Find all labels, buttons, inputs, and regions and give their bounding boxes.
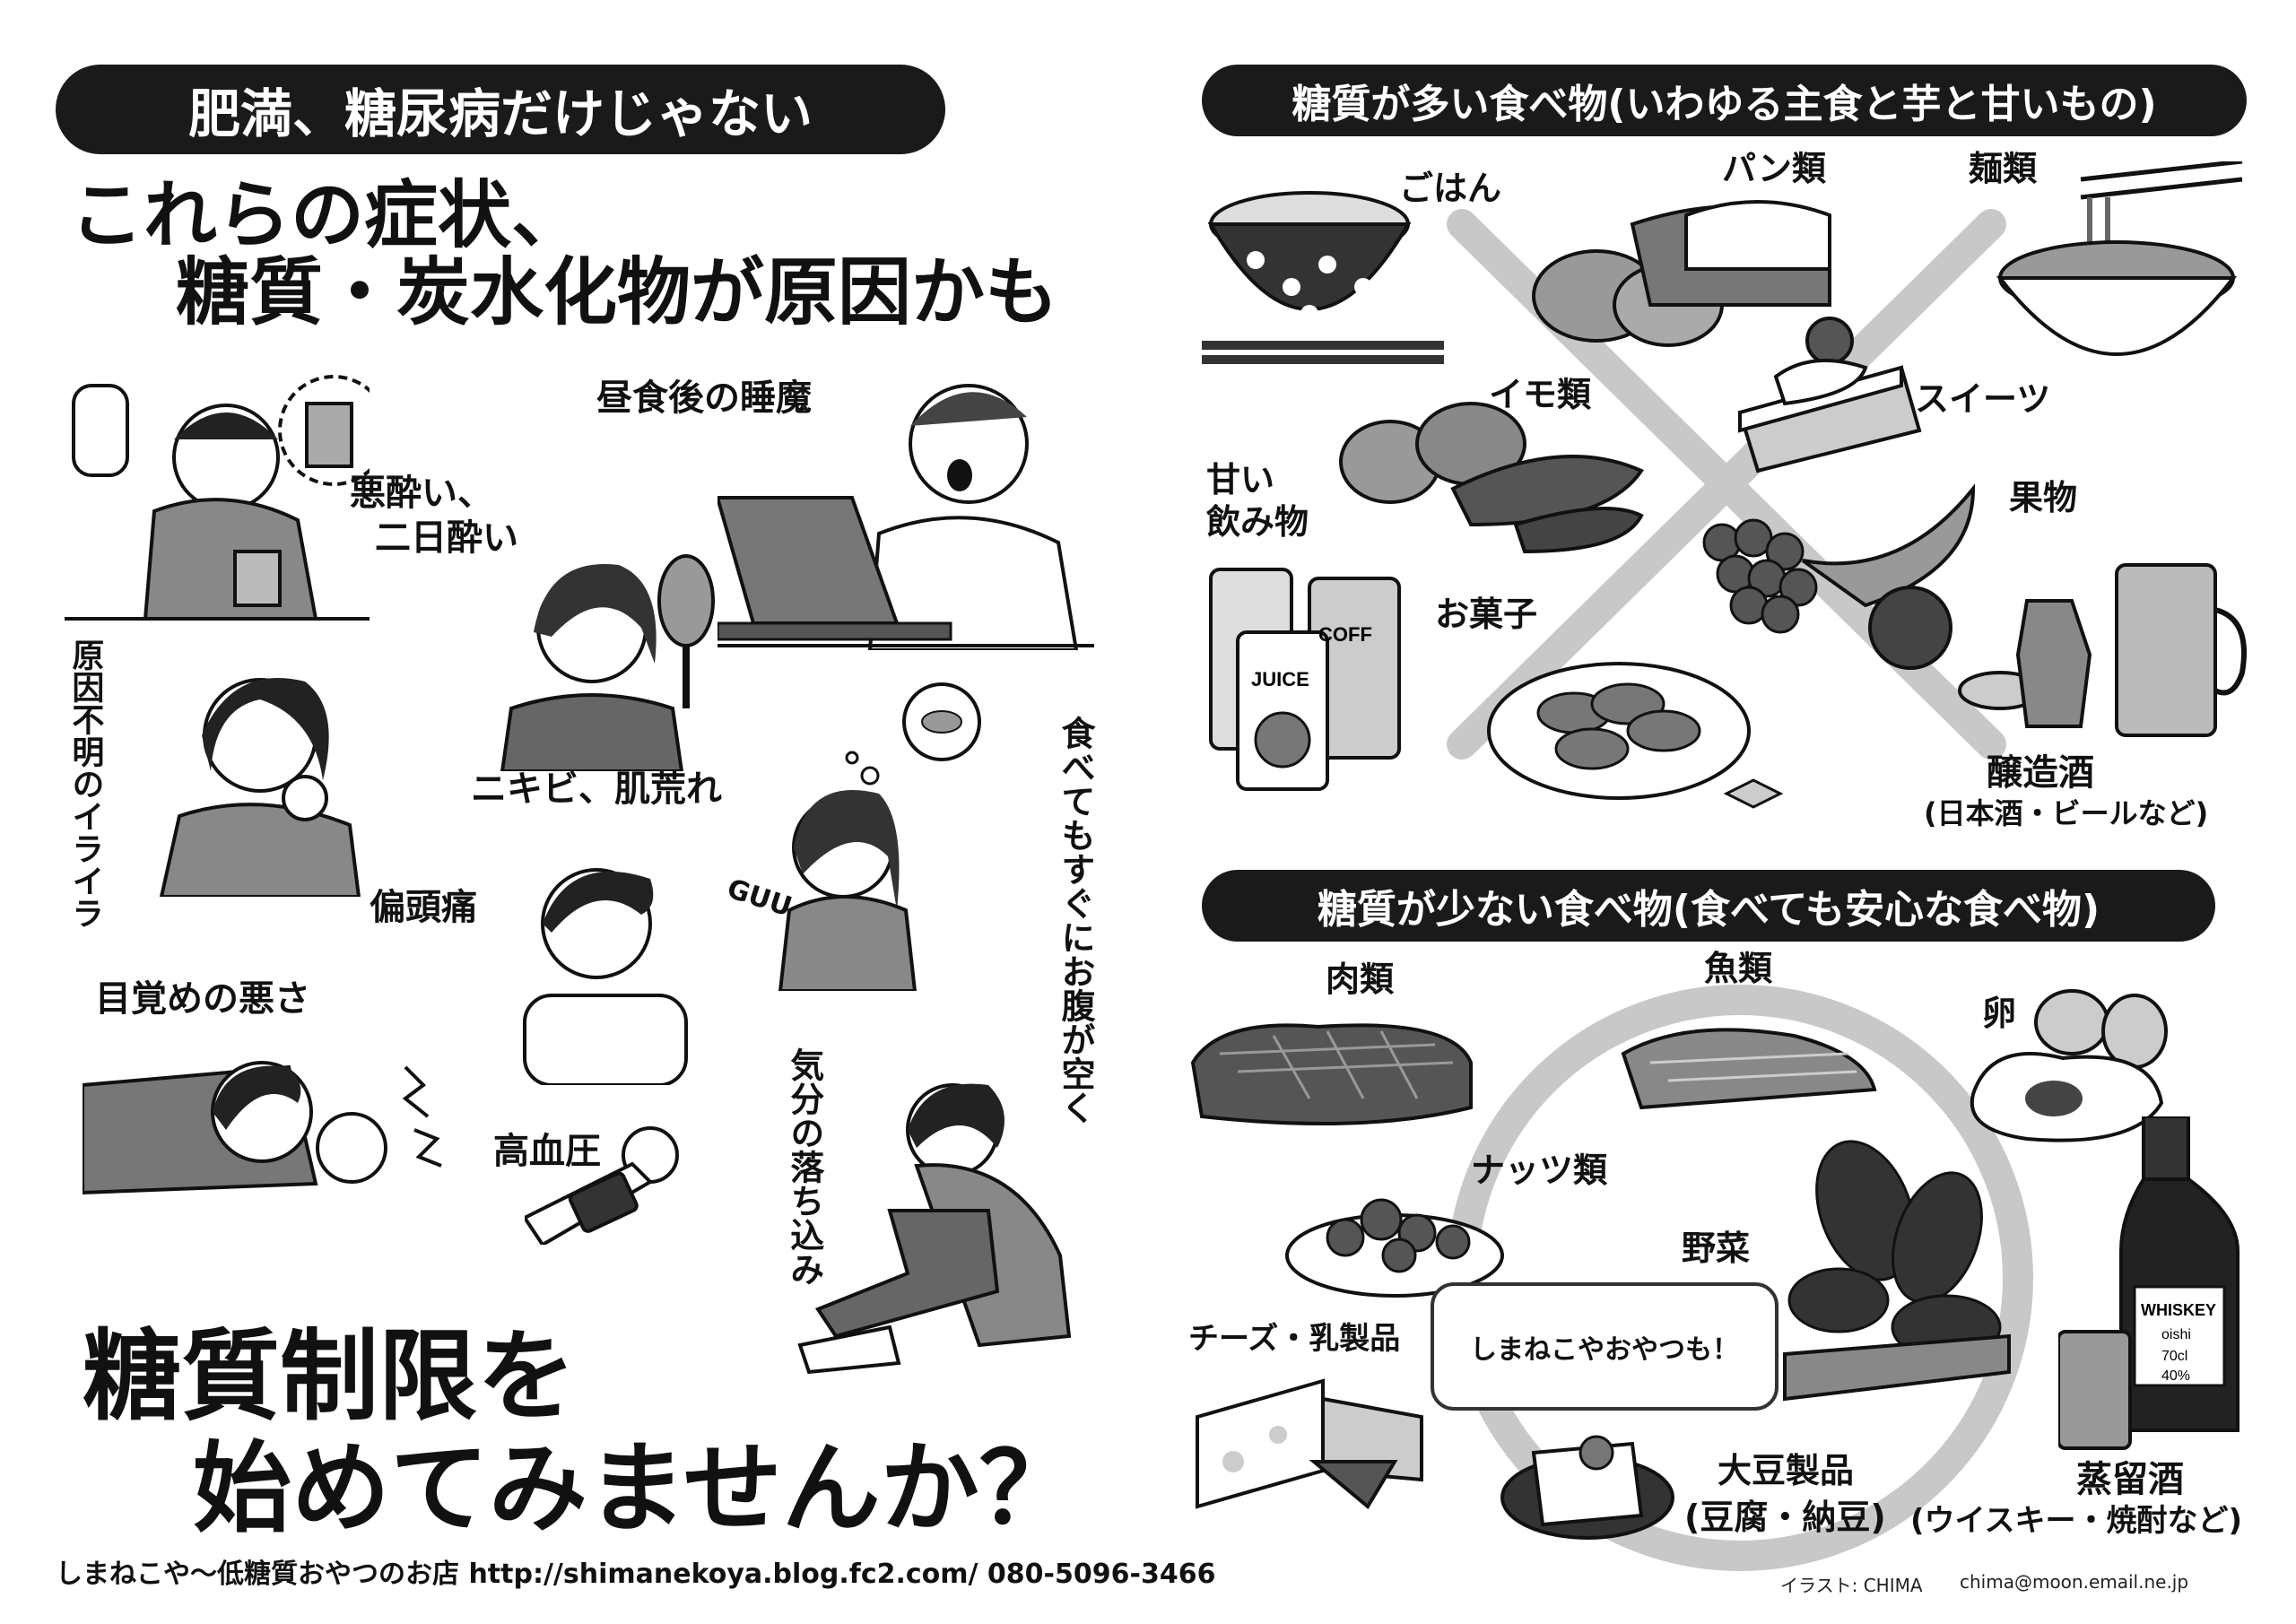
food-drinks-line-2: 飲み物 xyxy=(1206,502,1309,542)
fruit-illustration xyxy=(1686,471,1991,677)
hungry-illustration xyxy=(718,677,996,991)
food-distilled-note: (ウイスキー・焼酎など) xyxy=(1910,1503,2243,1539)
food-brewed-note: (日本酒・ビールなど) xyxy=(1924,796,2209,830)
food-meat: 肉類 xyxy=(1326,960,1395,999)
food-distilled: 蒸留酒 xyxy=(2076,1459,2184,1500)
fish-illustration xyxy=(1614,1018,1883,1125)
banner-low-sugar: 糖質が少ない食べ物(食べても安心な食べ物) xyxy=(1202,870,2215,942)
heading-line-2: 糖質・炭水化物が原因かも xyxy=(176,250,1059,335)
food-snacks: お菓子 xyxy=(1435,595,1538,634)
food-fish: 魚類 xyxy=(1704,949,1773,988)
food-soy-line-1: 大豆製品 xyxy=(1718,1451,1855,1490)
food-potato: イモ類 xyxy=(1489,375,1592,414)
food-rice: ごはん xyxy=(1399,169,1502,208)
symptom-headache: 偏頭痛 xyxy=(370,887,477,928)
bread-illustration xyxy=(1525,188,1848,350)
footer-shop-info: しまねこや〜低糖質おやつのお店 http://shimanekoya.blog.… xyxy=(56,1559,1216,1590)
symptom-drowsy: 昼食後の睡魔 xyxy=(596,378,812,419)
food-sweets: スイーツ xyxy=(1915,379,2051,419)
credit-illustrator: イラスト: CHIMA xyxy=(1780,1575,1923,1596)
banner-high-sugar-text: 糖質が多い食べ物(いわゆる主食と芋と甘いもの) xyxy=(1292,82,2157,127)
symptom-hangover-line-2: 二日酔い xyxy=(375,517,518,559)
dairy-illustration xyxy=(1188,1363,1439,1515)
credit-email: chima@moon.email.ne.jp xyxy=(1960,1571,2189,1593)
can-juice-text: JUICE xyxy=(1251,668,1309,690)
drowsy-illustration xyxy=(718,354,1094,650)
food-brewed: 醸造酒 xyxy=(1987,752,2094,794)
food-vegetables: 野菜 xyxy=(1682,1229,1751,1268)
banner-left-text: 肥満、糖尿病だけじゃない xyxy=(187,83,813,144)
banner-left: 肥満、糖尿病だけじゃない xyxy=(56,65,945,154)
soy-illustration xyxy=(1498,1417,1677,1542)
cta-line-2: 始めてみませんか？ xyxy=(193,1431,1078,1546)
whiskey-abv: 40% xyxy=(2161,1368,2190,1384)
symptom-acne: ニキビ、肌荒れ xyxy=(471,769,722,810)
distilled-illustration: WHISKEY oishi 70cl 40% xyxy=(2058,1116,2265,1457)
blood-pressure-illustration xyxy=(525,1119,686,1245)
whiskey-vol: 70cl xyxy=(2161,1349,2187,1364)
potato-illustration xyxy=(1336,399,1659,560)
symptom-wakeup: 目覚めの悪さ xyxy=(95,978,310,1020)
food-drinks-line-1: 甘い xyxy=(1206,460,1275,499)
can-coffee-text: COFF xyxy=(1318,623,1372,646)
wakeup-illustration xyxy=(83,1031,450,1211)
food-egg: 卵 xyxy=(1982,994,2017,1033)
sweets-illustration xyxy=(1722,314,1928,475)
banner-low-sugar-text: 糖質が少ない食べ物(食べても安心な食べ物) xyxy=(1317,887,2100,933)
food-bread: パン類 xyxy=(1722,149,1826,188)
nuts-illustration xyxy=(1283,1166,1507,1300)
symptom-blood-pressure: 高血圧 xyxy=(493,1131,601,1172)
food-fruit: 果物 xyxy=(2009,478,2078,517)
banner-high-sugar: 糖質が多い食べ物(いわゆる主食と芋と甘いもの) xyxy=(1202,65,2247,136)
symptom-hangover-line-1: 悪酔い、 xyxy=(350,473,493,514)
cta-line-1: 糖質制限を xyxy=(83,1319,576,1434)
drinks-illustration: JUICE COFF xyxy=(1202,551,1408,794)
food-soy-line-2: (豆腐・納豆) xyxy=(1684,1498,1886,1537)
symptom-hungry: 食べてもすぐにお腹が空く xyxy=(1056,716,1095,1125)
meat-illustration xyxy=(1184,1009,1480,1134)
whiskey-label: WHISKEY xyxy=(2141,1301,2216,1319)
rice-illustration xyxy=(1193,179,1444,377)
food-dairy: チーズ・乳製品 xyxy=(1188,1321,1401,1357)
noodles-illustration xyxy=(1982,161,2251,377)
vegetables-illustration xyxy=(1758,1139,2027,1426)
food-nuts: ナッツ類 xyxy=(1471,1151,1608,1190)
depression-illustration xyxy=(782,1076,1105,1381)
whiskey-sub: oishi xyxy=(2161,1327,2191,1342)
food-noodles: 麺類 xyxy=(1969,149,2038,188)
shop-note-box: しまねこやおやつも！ xyxy=(1431,1282,1779,1411)
acne-illustration xyxy=(484,547,726,771)
irritation-illustration xyxy=(126,646,377,897)
brewed-illustration xyxy=(1955,547,2251,753)
shop-note-text: しまねこやおやつも！ xyxy=(1470,1333,1739,1366)
snacks-illustration xyxy=(1484,632,1825,829)
headache-illustration xyxy=(489,852,731,1085)
heading-line-1: これらの症状、 xyxy=(70,173,586,258)
hangover-illustration xyxy=(65,359,370,628)
symptom-irritation: 原因不明のイライラ xyxy=(66,638,104,929)
egg-illustration xyxy=(1955,986,2170,1148)
symptom-depression: 気分の落ち込み xyxy=(784,1047,824,1286)
